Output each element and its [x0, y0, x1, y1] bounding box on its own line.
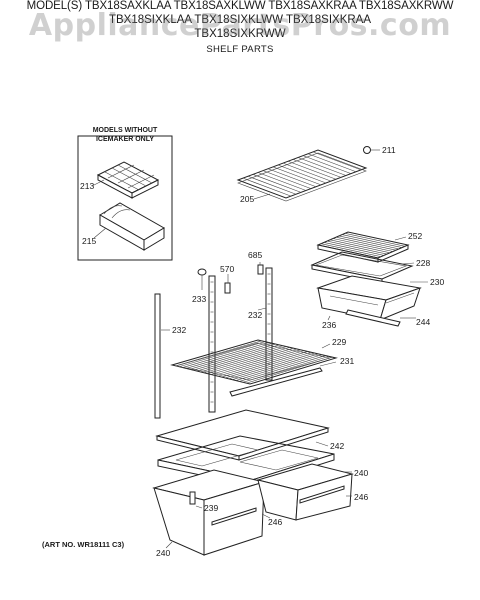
models-line-2: TBX18SIXKLAA TBX18SIXKLWW TBX18SIXKRAA [108, 14, 372, 26]
glass-rib [320, 243, 382, 257]
shelf-wire [292, 159, 342, 178]
label-228: 228 [416, 258, 430, 268]
shelf-wire [262, 170, 312, 189]
label-685: 685 [248, 250, 262, 260]
shelf-wire [189, 343, 276, 370]
glass-rib [326, 240, 388, 255]
section-title: SHELF PARTS [206, 44, 274, 55]
shelf-wire [182, 342, 269, 368]
label-205: 205 [240, 194, 254, 204]
shelf-wire [272, 166, 322, 186]
inset-note-line2: ICEMAKER ONLY [96, 136, 154, 143]
shelf-wire [242, 356, 329, 383]
label-240b: 240 [156, 548, 170, 558]
shelf-wire [239, 355, 326, 382]
label-240a: 240 [354, 468, 368, 478]
label-236: 236 [322, 320, 336, 330]
shelf-wire [277, 164, 327, 184]
shelf-wire [287, 160, 337, 180]
glass-cover-252 [316, 231, 410, 263]
crisper-drawer-right-240 [256, 463, 354, 521]
shelf-wire [267, 168, 317, 188]
shelf-wire [232, 353, 319, 380]
models-line-1: MODEL(S) TBX18SAXKLAA TBX18SAXKLWW TBX18… [26, 0, 454, 12]
label-246a: 246 [354, 492, 368, 502]
label-570: 570 [220, 264, 234, 274]
shelf-wire [242, 177, 292, 197]
crisper-drawer-left-240 [152, 469, 266, 556]
shelf-wire [235, 354, 322, 381]
shelf-wire [307, 153, 357, 173]
label-215: 215 [82, 236, 96, 246]
pan-handle-244 [345, 309, 401, 327]
shelf-wire [214, 349, 301, 376]
shelf-wire [221, 351, 308, 378]
glass-rib [335, 236, 397, 251]
wire-shelf-205 [236, 149, 368, 202]
crisper-pan-236 [316, 275, 422, 321]
shelf-wire [193, 344, 280, 371]
shelf-wire [312, 151, 362, 171]
glass-rib [332, 238, 394, 252]
shelf-wire [228, 352, 315, 380]
label-246b: 246 [268, 517, 282, 527]
shelf-wire [218, 350, 305, 377]
shelf-wire [252, 174, 302, 193]
ice-tray-213 [96, 161, 160, 199]
label-239: 239 [204, 503, 218, 513]
shelf-wire [297, 157, 347, 176]
shelf-wire [203, 347, 290, 374]
ice-bin-215 [99, 202, 165, 251]
label-242: 242 [330, 441, 344, 451]
shelf-wire [247, 175, 297, 195]
shelf-wire [186, 342, 273, 369]
clip-685 [257, 264, 264, 275]
label-252: 252 [408, 231, 422, 241]
label-211: 211 [382, 145, 396, 155]
label-213: 213 [80, 181, 94, 191]
glass-rib [341, 234, 403, 248]
glass-rib [323, 242, 385, 256]
label-230: 230 [430, 277, 444, 287]
label-232a: 232 [172, 325, 186, 335]
glass-rib [344, 233, 406, 247]
shelf-ladder-far-232 [154, 293, 161, 419]
art-number: (ART NO. WR18111 C3) [42, 540, 125, 549]
shelf-wire [175, 340, 262, 367]
label-244: 244 [416, 317, 430, 327]
models-line-3: TBX18SIXKRWW [194, 28, 286, 40]
shelf-wire [196, 345, 283, 372]
wire-shelf-229 [170, 339, 338, 385]
shelf-wire [282, 162, 332, 182]
shelf-support-233 [197, 268, 207, 290]
shelf-wire [257, 172, 307, 191]
shelf-bumper-211 [363, 146, 371, 154]
label-232b: 232 [248, 310, 262, 320]
shelf-wire [179, 341, 266, 368]
inset-box: MODELS WITHOUT ICEMAKER ONLY [77, 127, 173, 261]
shelf-wire [225, 351, 312, 379]
shelf-ladder-left-232 [208, 275, 216, 413]
label-233: 233 [192, 294, 206, 304]
label-229: 229 [332, 337, 346, 347]
divider-239 [189, 491, 196, 505]
inset-note-line1: MODELS WITHOUT [93, 127, 158, 134]
label-231: 231 [340, 356, 354, 366]
shelf-wire [210, 348, 298, 375]
glass-rib [329, 239, 391, 254]
shelf-wire [302, 155, 352, 174]
shelf-wire [246, 356, 333, 384]
shelf-wire [200, 346, 287, 373]
clip-570 [224, 282, 231, 294]
shelf-wire [207, 347, 294, 374]
glass-rib [338, 235, 400, 250]
shelf-trim-231 [229, 367, 323, 397]
